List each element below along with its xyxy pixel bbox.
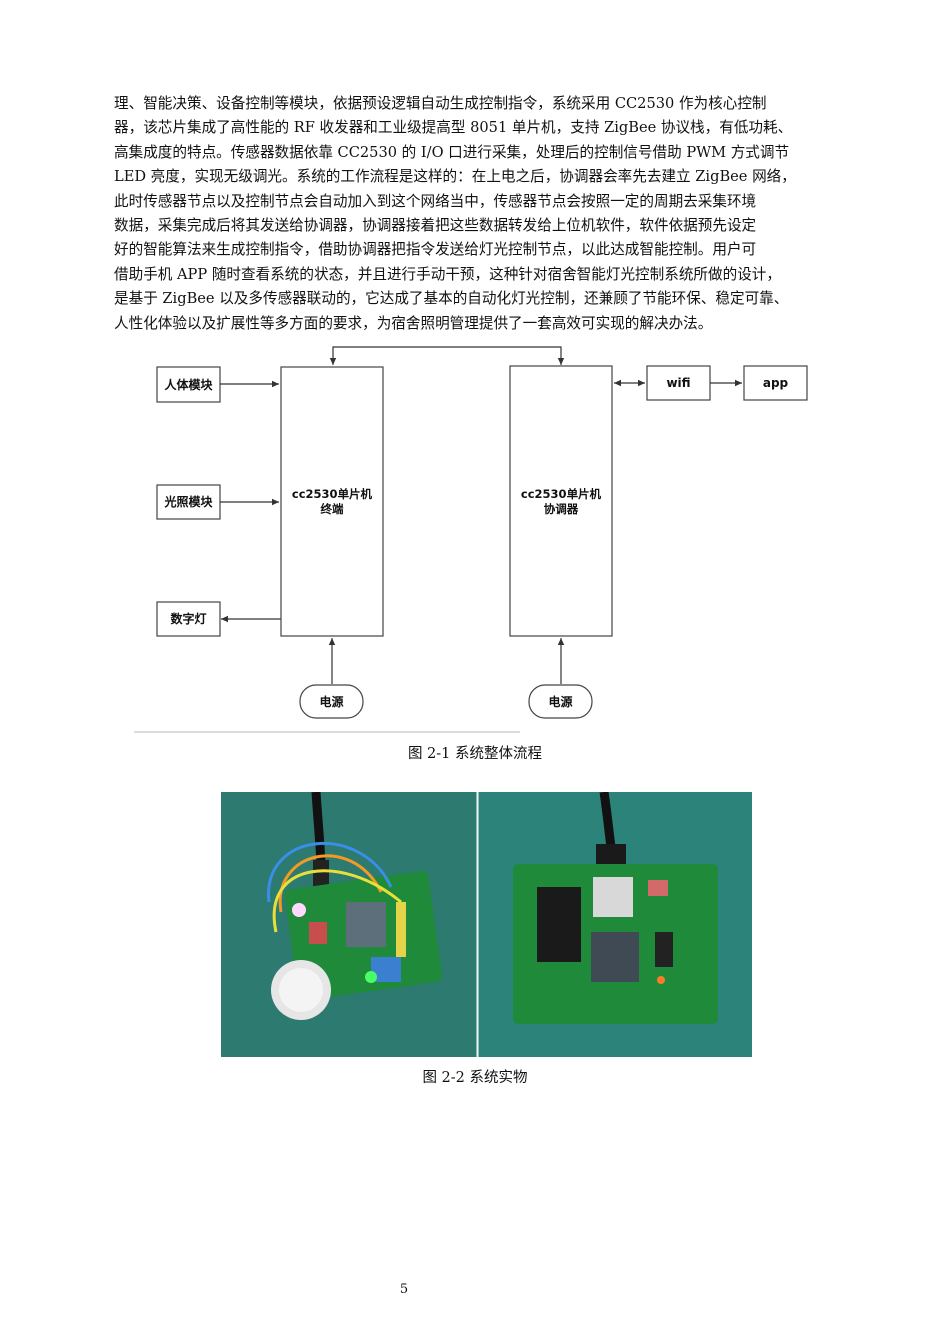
- terminal-box: cc2530单片机 终端: [280, 366, 384, 637]
- paragraph-line: 是基于 ZigBee 以及多传感器联动的，它达成了基本的自动化灯光控制，还兼顾了…: [114, 290, 789, 308]
- power-right-label: 电源: [548, 694, 572, 709]
- top-link-arrow: [329, 346, 565, 365]
- coordinator-box: cc2530单片机 协调器: [509, 365, 613, 637]
- paragraph-line: 借助手机 APP 随时查看系统的状态，并且进行手动干预，这种针对宿舍智能灯光控制…: [114, 265, 781, 283]
- app-box: app: [743, 365, 808, 401]
- figure2-caption: 图 2-2 系统实物: [422, 1070, 528, 1086]
- figure1-caption: 图 2-1 系统整体流程: [407, 746, 543, 762]
- body-paragraph: 理、智能决策、设备控制等模块，依据预设逻辑自动生成控制指令，系统采用 CC253…: [114, 92, 874, 336]
- digital-lamp-label: 数字灯: [170, 611, 206, 626]
- system-flow-diagram: 人体模块 光照模块 数字灯 cc2530单片机 终端 cc2530单片机 协调器…: [134, 346, 808, 733]
- system-photo: [221, 792, 752, 1057]
- terminal-label-line2: 终端: [321, 502, 344, 516]
- paragraph-line: LED 亮度，实现无级调光。系统的工作流程是这样的：在上电之后，协调器会率先去建…: [114, 168, 796, 186]
- human-module-box: 人体模块: [156, 366, 221, 403]
- human-module-label: 人体模块: [164, 377, 213, 392]
- coordinator-board-photo: [513, 792, 718, 1024]
- light-module-box: 光照模块: [156, 484, 221, 520]
- power-left-box: 电源: [299, 684, 364, 719]
- coordinator-label-line1: cc2530单片机: [521, 487, 602, 501]
- paragraph-line: 人性化体验以及扩展性等多方面的要求，为宿舍照明管理提供了一套高效可实现的解决办法…: [114, 314, 713, 332]
- page-number: 5: [399, 1282, 409, 1297]
- paragraph-line: 理、智能决策、设备控制等模块，依据预设逻辑自动生成控制指令，系统采用 CC253…: [114, 95, 767, 112]
- wifi-label: wifi: [666, 376, 690, 390]
- paragraph-line: 好的智能算法来生成控制指令，借助协调器把指令发送给灯光控制节点，以此达成智能控制…: [114, 241, 757, 259]
- coordinator-label-line2: 协调器: [544, 502, 579, 516]
- app-label: app: [763, 376, 789, 390]
- paragraph-line: 此时传感器节点以及控制节点会自动加入到这个网络当中，传感器节点会按照一定的周期去…: [114, 192, 757, 210]
- digital-lamp-box: 数字灯: [156, 601, 221, 637]
- paragraph-line: 器，该芯片集成了高性能的 RF 收发器和工业级提高型 8051 单片机，支持 Z…: [114, 119, 793, 137]
- power-left-label: 电源: [319, 694, 343, 709]
- terminal-label-line1: cc2530单片机: [292, 487, 373, 501]
- light-module-label: 光照模块: [163, 494, 213, 509]
- paragraph-line: 高集成度的特点。传感器数据依靠 CC2530 的 I/O 口进行采集，处理后的控…: [114, 143, 790, 161]
- power-right-box: 电源: [528, 684, 593, 719]
- terminal-board-photo: [267, 792, 443, 1020]
- wifi-box: wifi: [646, 365, 711, 401]
- paragraph-line: 数据，采集完成后将其发送给协调器，协调器接着把这些数据转发给上位机软件，软件依据…: [114, 217, 757, 235]
